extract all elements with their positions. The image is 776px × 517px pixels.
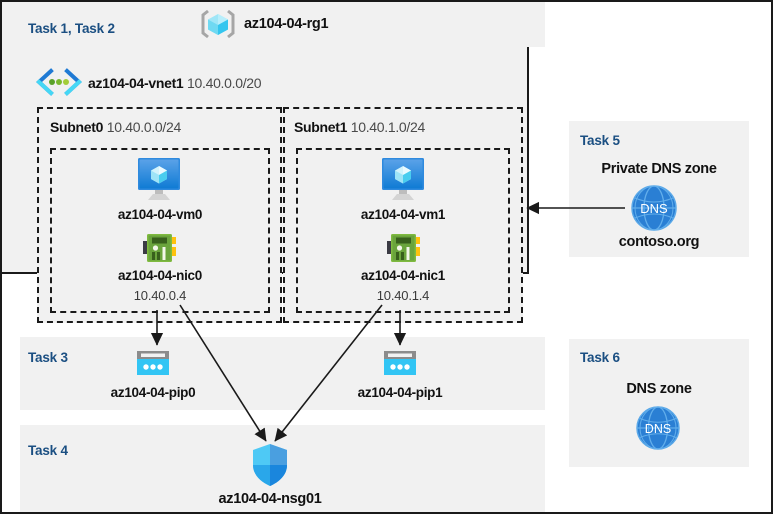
virtual-network-icon [35,68,83,96]
nic0-private-ip: 10.40.0.4 [133,288,187,303]
vnet-name: az104-04-vnet1 [88,75,184,91]
dns-globe-icon: DNS [635,405,681,451]
pip0-name: az104-04-pip0 [110,385,196,400]
dns-globe-icon: DNS [630,184,678,232]
network-security-group-shield-icon [250,443,290,488]
task-label-task3: Task 3 [28,350,68,365]
nic1-private-ip: 10.40.1.4 [376,288,430,303]
subnet1-name: Subnet1 [294,119,348,135]
vm0-name: az104-04-vm0 [117,207,203,222]
svg-text:DNS: DNS [640,201,668,216]
virtual-machine-icon [133,157,185,202]
network-interface-icon [386,231,422,265]
resource-group-cube-icon [200,8,236,40]
nic1-name: az104-04-nic1 [361,268,445,283]
public-ip-address-icon [134,350,172,378]
resource-group-name: az104-04-rg1 [244,16,329,32]
vnet-header: az104-04-vnet1 10.40.0.0/20 [88,75,262,91]
dns-zone-heading: DNS zone [626,381,692,397]
private-dns-zone-name: contoso.org [618,234,700,250]
subnet0-name: Subnet0 [50,119,104,135]
task-label-task1-task2: Task 1, Task 2 [28,21,115,36]
private-dns-zone-heading: Private DNS zone [601,161,717,177]
nic0-name: az104-04-nic0 [118,268,202,283]
task-label-task5: Task 5 [580,133,620,148]
svg-text:DNS: DNS [645,422,671,436]
network-interface-icon [142,231,178,265]
resource-group-header-band [20,2,545,47]
subnet0-header: Subnet0 10.40.0.0/24 [50,119,181,135]
pip1-name: az104-04-pip1 [357,385,443,400]
virtual-machine-icon [377,157,429,202]
vnet-address-space: 10.40.0.0/20 [187,75,262,91]
vm1-name: az104-04-vm1 [360,207,446,222]
task-label-task6: Task 6 [580,350,620,365]
public-ip-address-icon [381,350,419,378]
subnet1-header: Subnet1 10.40.1.0/24 [294,119,425,135]
subnet1-prefix: 10.40.1.0/24 [350,119,426,135]
subnet0-prefix: 10.40.0.0/24 [106,119,182,135]
nsg-name: az104-04-nsg01 [218,491,322,507]
task-label-task4: Task 4 [28,443,68,458]
